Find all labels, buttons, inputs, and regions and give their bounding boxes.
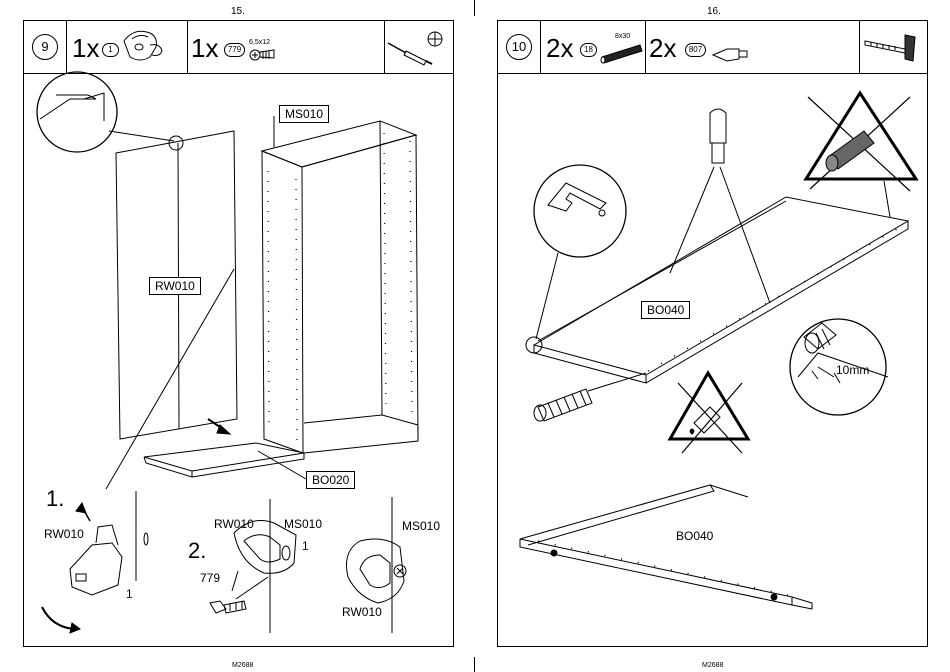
left-footer-code: M2688 xyxy=(232,662,253,669)
panel-label-ms010: MS010 xyxy=(279,105,329,123)
substep-1-number: 1. xyxy=(46,487,64,511)
detail-label-ms010: MS010 xyxy=(402,519,440,533)
panel-label-bo020: BO020 xyxy=(306,471,355,489)
bottom-panel-drawing xyxy=(498,21,928,647)
detail-label-screw-779: 779 xyxy=(200,571,220,585)
wardrobe-assembly-drawing xyxy=(24,21,454,647)
substep-2-number: 2. xyxy=(188,539,206,563)
panel-label-bo040: BO040 xyxy=(676,529,713,543)
left-page-number: 15. xyxy=(231,6,245,17)
detail-label-part-1: 1 xyxy=(302,539,309,553)
panel-label-bo040: BO040 xyxy=(641,301,690,319)
fold-mark-top xyxy=(474,0,475,16)
detail-label-rw010: RW010 xyxy=(342,605,382,619)
panel-label-rw010: RW010 xyxy=(149,277,201,295)
right-page-number: 16. xyxy=(707,6,721,17)
left-instruction-page: 9 1x 1 1x 779 6,5x12 xyxy=(23,20,454,647)
detail-label-part-1: 1 xyxy=(126,587,133,601)
right-instruction-page: 10 2x 18 8x30 2x 807 xyxy=(497,20,928,647)
fold-mark-bottom xyxy=(474,657,475,672)
depth-measurement-label: 10mm xyxy=(836,363,869,377)
detail-label-rw010: RW010 xyxy=(214,517,254,531)
detail-label-ms010: MS010 xyxy=(284,517,322,531)
right-footer-code: M2688 xyxy=(702,662,723,669)
detail-label-rw010: RW010 xyxy=(44,527,84,541)
